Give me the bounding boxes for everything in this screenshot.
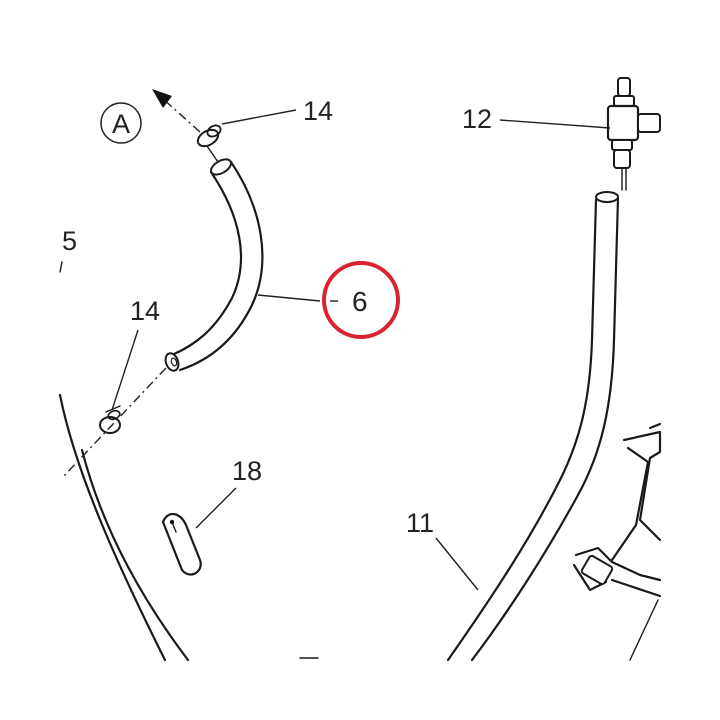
body-panel-edge: [58, 261, 319, 662]
label-grommet: 18: [232, 456, 262, 486]
leader-clip-left: [111, 329, 139, 411]
hose-long: [446, 191, 620, 662]
hose-clip-left: [99, 405, 121, 434]
leader-clip-top: [221, 109, 297, 125]
label-clip-top: 14: [303, 96, 333, 126]
reservoir-bracket: [572, 422, 662, 661]
label-tee-fitting: 12: [462, 104, 492, 134]
hose-clip-top: [196, 124, 222, 163]
view-reference-a: A: [100, 102, 142, 144]
assembly-axis-line: [61, 367, 167, 479]
label-hose-short: 6: [352, 286, 368, 317]
hose-short: [164, 158, 264, 372]
leader-tee-fitting: [499, 119, 611, 129]
view-reference-a-label: A: [112, 109, 130, 139]
leader-hose-short: [257, 294, 321, 302]
leader-grommet: [195, 487, 237, 529]
label-hose-long: 11: [406, 508, 434, 538]
label-edge-ref: 5: [62, 226, 77, 256]
tee-fitting: [606, 77, 661, 191]
leader-hose-long: [435, 537, 479, 591]
highlight-circle: [322, 261, 400, 339]
direction-arrow: [152, 89, 201, 133]
grommet: [161, 513, 202, 576]
label-clip-left: 14: [130, 296, 160, 326]
